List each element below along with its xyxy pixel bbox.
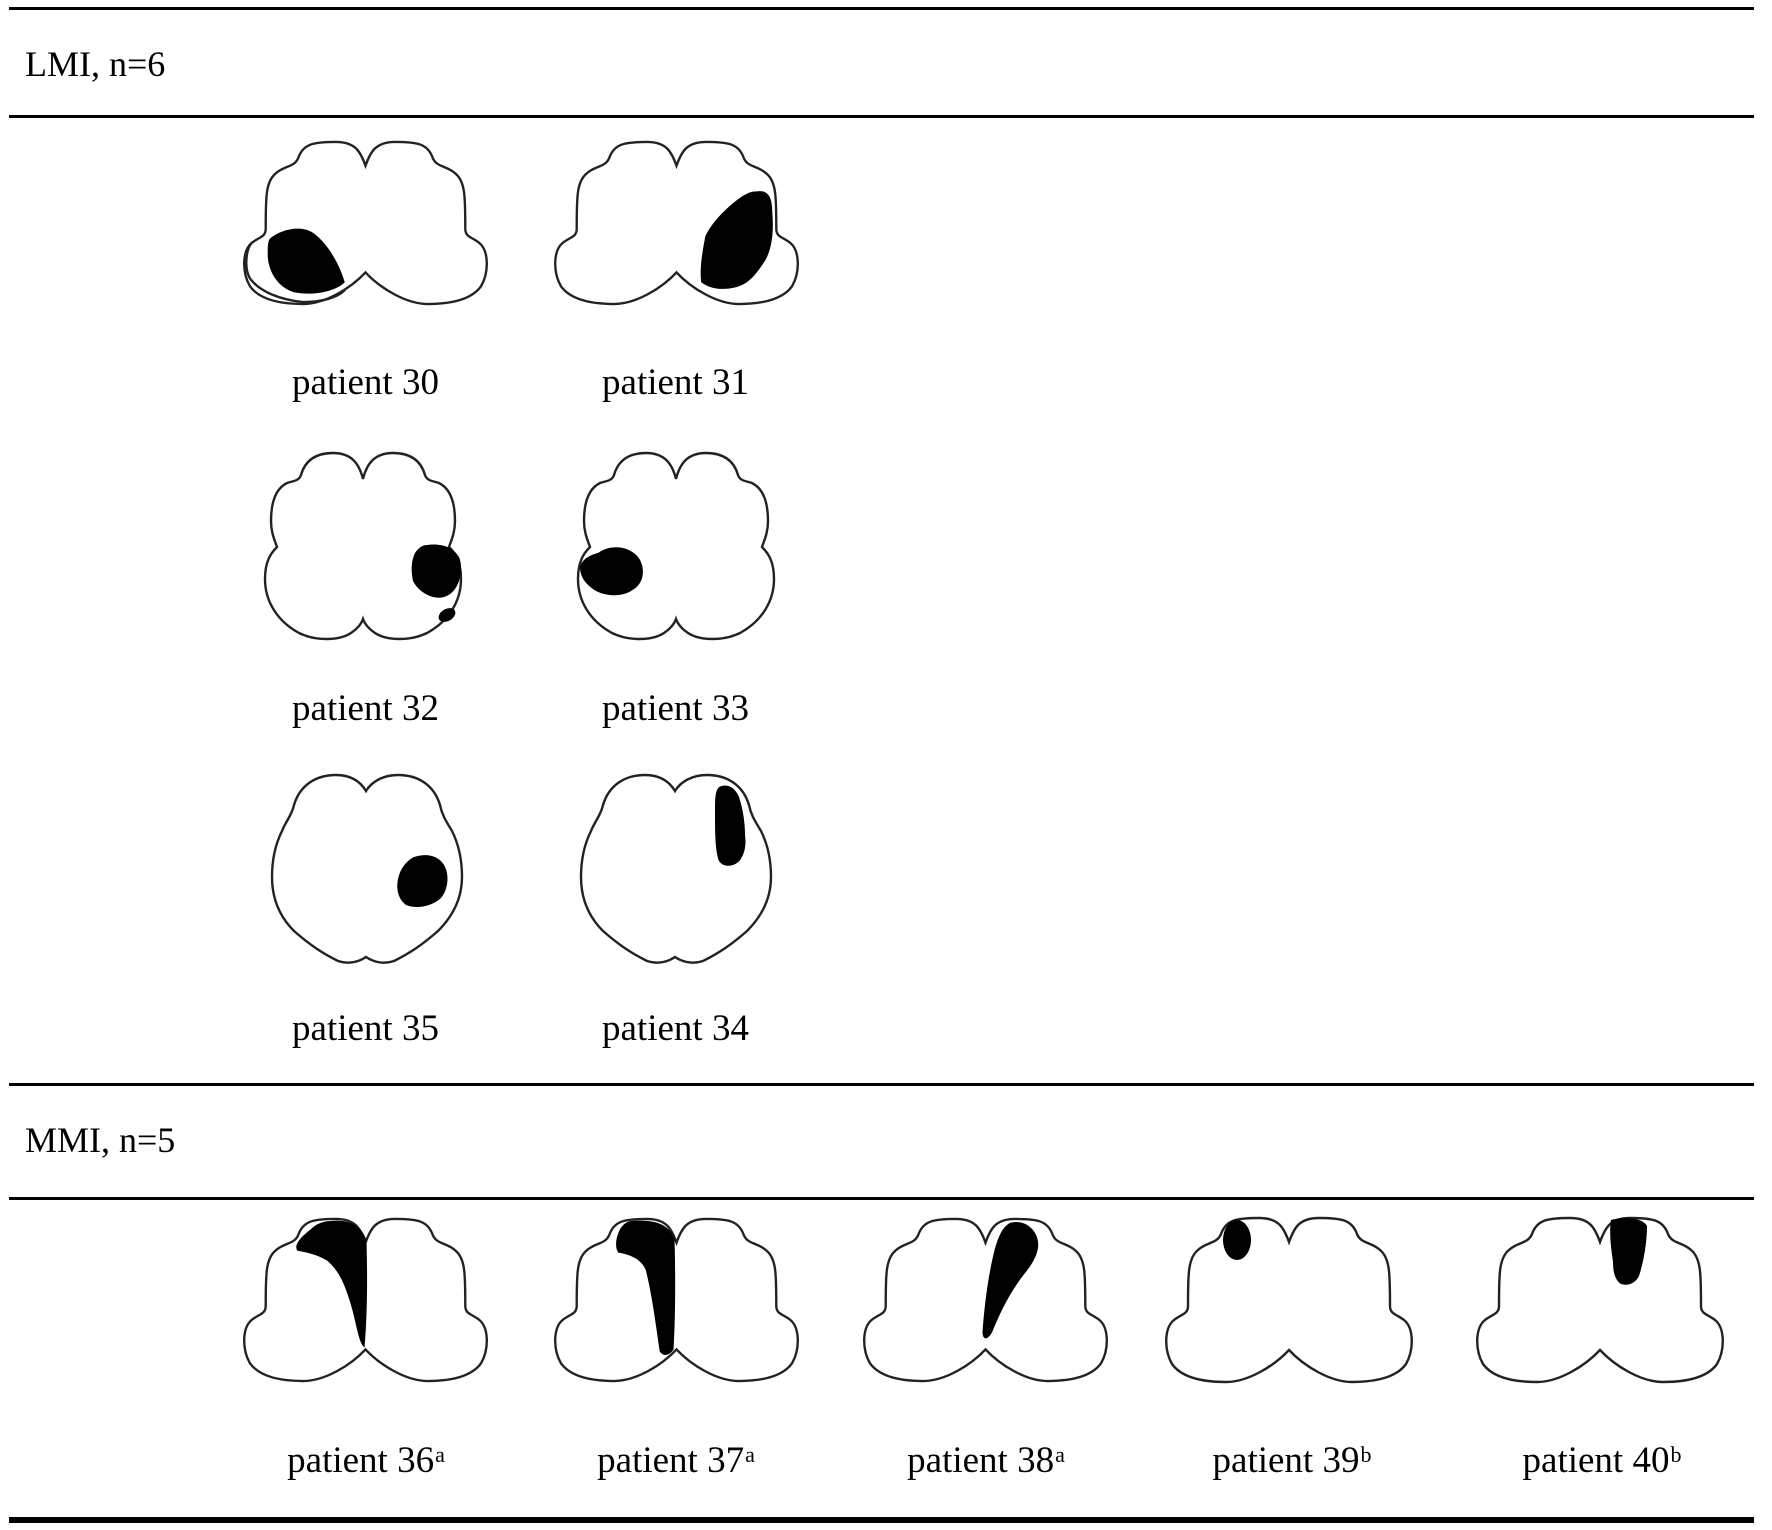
patient-caption: patient 31 [602,362,749,403]
patient-caption: patient 33 [602,688,749,729]
medulla-bilobed-icon [243,140,488,306]
patient-caption: patient 37a [597,1440,755,1481]
patient-caption: patient 40b [1522,1440,1682,1481]
medulla-bilobed-icon [863,1217,1108,1383]
medulla-bilobed-icon [243,1217,488,1383]
medulla-oval-icon [270,773,464,964]
patient-caption: patient 30 [292,362,439,403]
lmi-header-rule [9,115,1754,118]
patient-caption: patient 39b [1212,1440,1372,1481]
patient-caption: patient 36a [287,1440,445,1481]
medulla-clover-icon [576,451,776,641]
patient-caption: patient 32 [292,688,439,729]
group-label-lmi: LMI, n=6 [25,44,166,84]
medulla-oval-icon [579,773,773,964]
patient-caption: patient 38a [907,1440,1065,1481]
medulla-bilobed-icon [1476,1216,1724,1384]
table-bottom-rule [9,1517,1754,1523]
group-label-mmi: MMI, n=5 [25,1120,176,1160]
patient-caption: patient 34 [602,1008,749,1049]
table-top-rule [9,7,1754,10]
mmi-header-rule [9,1197,1754,1200]
medulla-clover-icon [263,451,463,641]
medulla-bilobed-icon [1165,1216,1413,1384]
medulla-bilobed-icon [554,1217,799,1383]
medulla-bilobed-icon [554,140,799,306]
patient-caption: patient 35 [292,1008,439,1049]
mmi-top-rule [9,1083,1754,1086]
